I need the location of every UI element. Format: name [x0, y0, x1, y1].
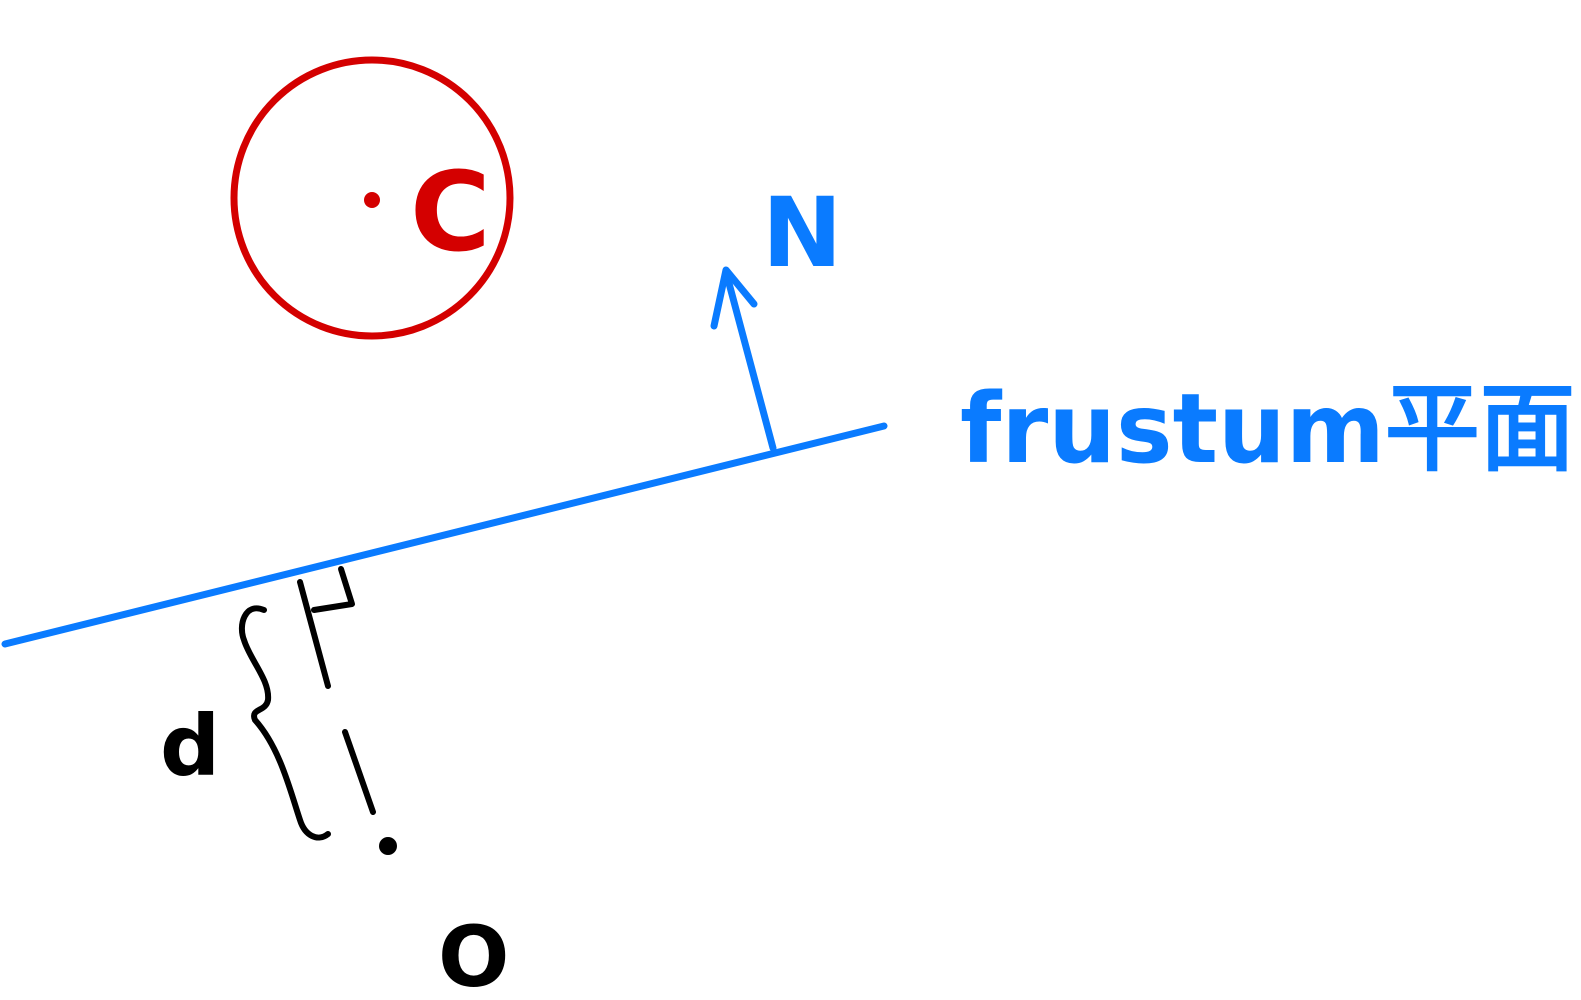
sphere-outline	[230, 56, 514, 340]
bounding-sphere: C	[230, 56, 514, 340]
distance-label: d	[160, 697, 220, 795]
sphere-center-dot	[364, 192, 380, 208]
origin-point: O	[379, 837, 509, 1000]
distance-annotation: d	[160, 566, 376, 841]
right-angle-marker	[311, 566, 355, 613]
frustum-plane: frustum平面	[1, 373, 1575, 648]
origin-label: O	[438, 908, 509, 1000]
plane-line	[1, 422, 888, 648]
perpendicular-line-lower	[342, 729, 376, 815]
plane-label: frustum平面	[960, 373, 1575, 485]
origin-dot	[379, 837, 397, 855]
normal-arrow-shaft	[722, 268, 777, 452]
perpendicular-line-upper	[297, 579, 331, 689]
normal-label: N	[762, 177, 842, 289]
distance-brace	[238, 605, 331, 841]
normal-vector: N	[710, 177, 842, 452]
normal-arrow-head	[710, 266, 758, 330]
sphere-center-label: C	[410, 148, 491, 276]
